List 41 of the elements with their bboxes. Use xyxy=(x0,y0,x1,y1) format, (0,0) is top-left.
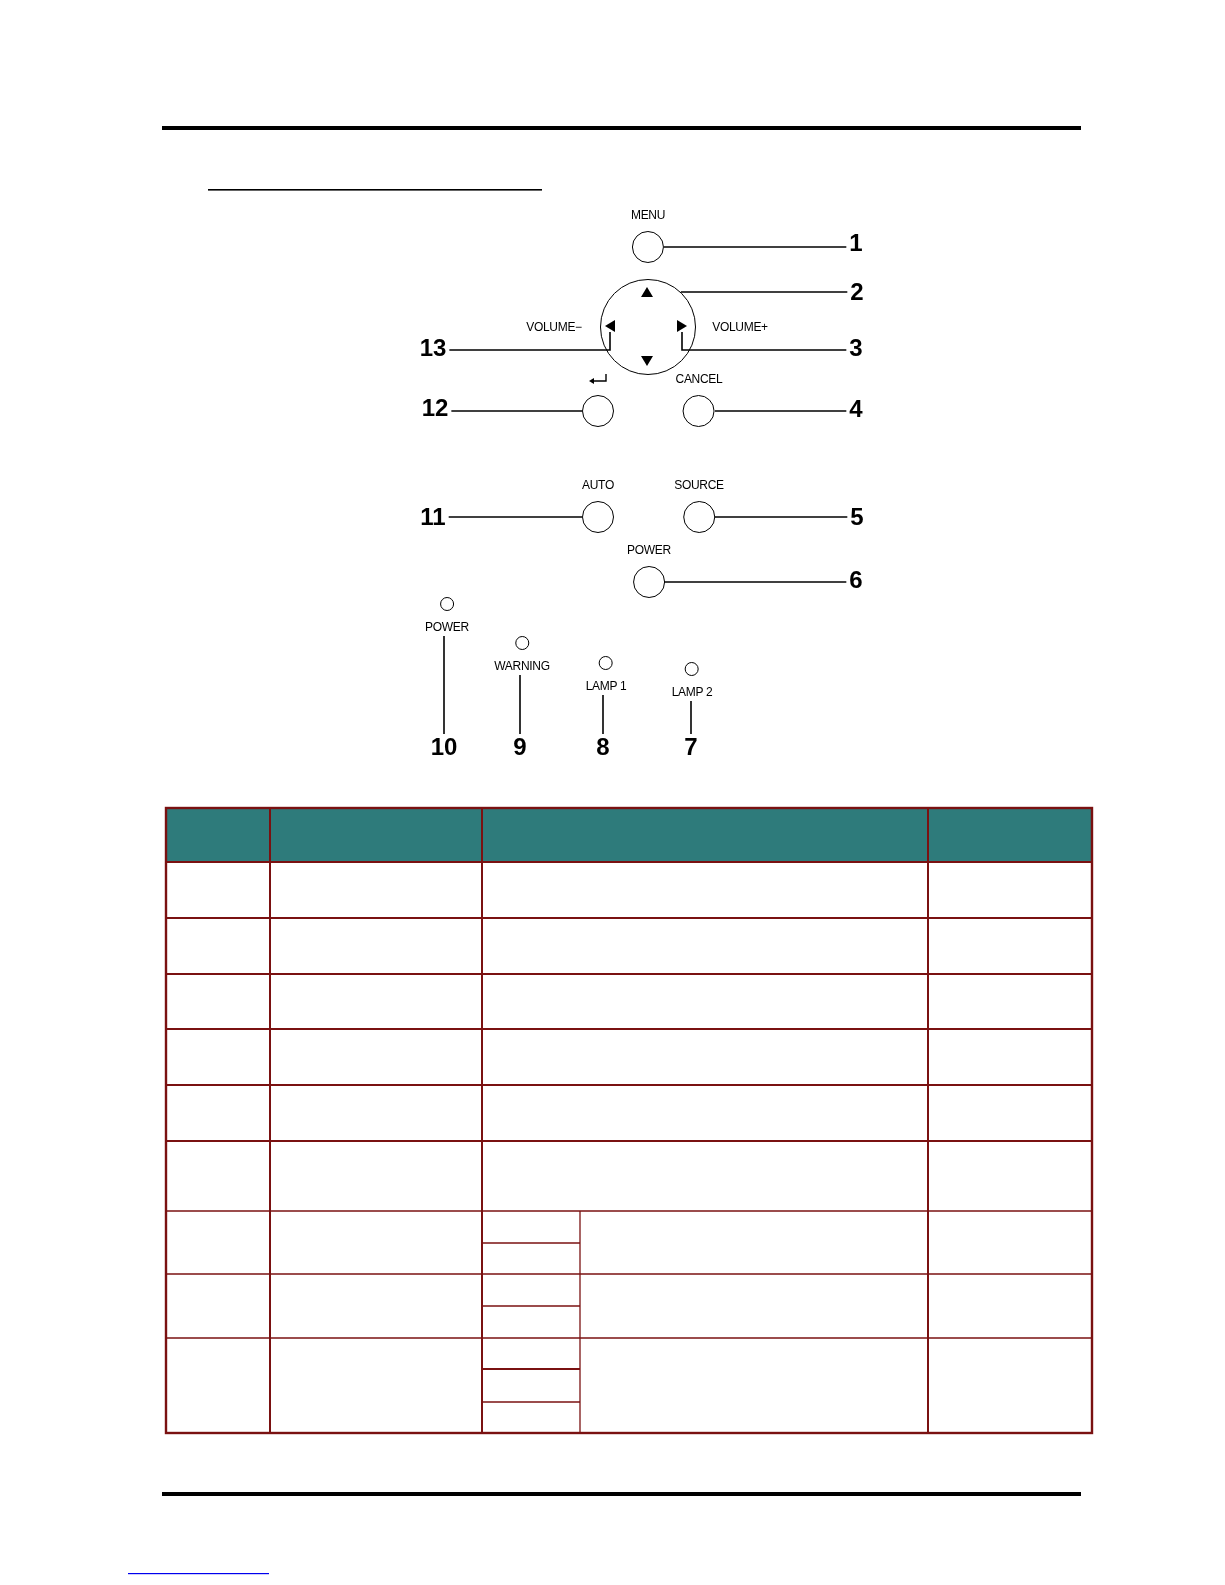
callout-number: 8 xyxy=(593,734,613,760)
callout-number: 1 xyxy=(846,230,866,256)
leader-line xyxy=(448,331,611,351)
leader-line xyxy=(690,700,692,735)
volume-label: VOLUME+ xyxy=(712,320,768,334)
arrow-key xyxy=(641,356,653,366)
callout-number: 2 xyxy=(847,279,867,305)
callout-number: 13 xyxy=(416,335,450,361)
leader-line xyxy=(443,635,445,735)
callout-number: 4 xyxy=(846,396,866,422)
leader-line xyxy=(602,694,604,735)
callout-number: 10 xyxy=(427,734,461,760)
arrow-key xyxy=(641,287,653,297)
callout-number: 9 xyxy=(510,734,530,760)
button-label: CANCEL xyxy=(675,372,723,386)
indicator-label: LAMP 2 xyxy=(671,685,713,699)
button-label: MENU xyxy=(630,208,666,222)
button-label: SOURCE xyxy=(674,478,724,492)
leader-line xyxy=(519,674,521,735)
leader-line xyxy=(681,331,848,351)
indicator-label: POWER xyxy=(425,620,469,634)
callout-number: 5 xyxy=(847,504,867,530)
callout-number: 11 xyxy=(417,504,449,530)
callout-number: 12 xyxy=(418,395,452,421)
volume-label: VOLUME− xyxy=(526,320,582,334)
callout-number: 3 xyxy=(846,335,866,361)
callout-number: 7 xyxy=(681,734,701,760)
arrow-key xyxy=(677,320,687,332)
leader-line xyxy=(714,516,849,518)
leader-line xyxy=(664,581,848,583)
leader-line xyxy=(450,410,583,412)
indicator-label: LAMP 1 xyxy=(585,679,627,693)
leader-line xyxy=(714,410,848,412)
leader-line xyxy=(663,246,848,248)
callout-number: 6 xyxy=(846,567,866,593)
button-label: AUTO xyxy=(582,478,614,492)
indicator-label: WARNING xyxy=(494,659,550,673)
leader-line xyxy=(447,516,583,518)
leader-line xyxy=(680,291,849,293)
button-label: POWER xyxy=(627,543,671,557)
arrow-key xyxy=(605,320,615,332)
